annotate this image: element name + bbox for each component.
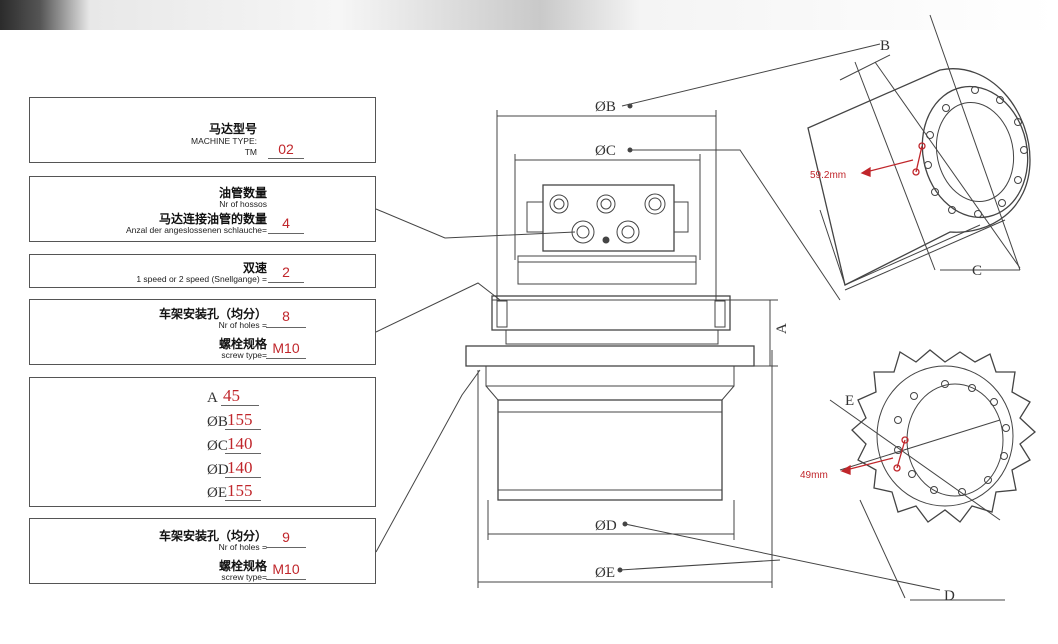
label-measure-bottom: 49mm [800, 470, 828, 481]
hub-drum [485, 365, 735, 387]
motor-cap [517, 255, 697, 285]
dim-e-label: ØE [207, 485, 227, 501]
label-dim-c: ØC [595, 143, 616, 159]
machine-type-value: 02 [278, 141, 294, 157]
top-shadow-band [0, 0, 1058, 30]
sprocket-holes-underline [266, 547, 306, 548]
speed-underline [268, 282, 304, 283]
iso-ring-outer [921, 85, 1029, 219]
dim-a-underline [221, 405, 259, 406]
label-dim-b: ØB [595, 99, 616, 115]
frame-holes-value: 8 [282, 308, 290, 324]
sprocket-screw-underline [266, 579, 306, 580]
frame-screw-underline [266, 358, 306, 359]
port-3 [644, 193, 666, 215]
port-6 [602, 236, 610, 244]
dim-b-value: 155 [227, 410, 253, 429]
sprocket-holes-value: 9 [282, 529, 290, 545]
dim-e-underline [225, 500, 261, 501]
hoses-label-cn: 油管数量 [218, 186, 267, 200]
hoses-value: 4 [282, 215, 290, 231]
dim-b-label: ØB [207, 414, 228, 430]
sprocket-screw-label-cn: 螺栓规格 [218, 559, 267, 573]
hub-taper [485, 385, 735, 401]
frame-screw-value: M10 [272, 340, 300, 356]
leader-sprocket [375, 369, 481, 553]
port-5 [616, 220, 640, 244]
sprocket-holes-label-en: Nr of holes = [218, 542, 267, 552]
sprocket-bolt-holes [894, 380, 1010, 496]
machine-type-label-cn: 马达型号 [208, 122, 257, 136]
frame-holes-label-en: Nr of holes = [218, 320, 267, 330]
dim-d-value: 140 [227, 458, 253, 477]
dim-c-label: ØC [207, 438, 228, 454]
label-iso-b: B [880, 38, 890, 54]
sprocket-holes-label-cn: 车架安装孔（均分） [158, 529, 267, 543]
frame-screw-label-en: screw type= [221, 350, 267, 360]
port-1 [549, 194, 569, 214]
dim-c-value: 140 [227, 434, 253, 453]
frame-holes-underline [266, 327, 306, 328]
dim-b-underline [225, 429, 261, 430]
measure-bottom-line [896, 439, 906, 469]
machine-type-box: 马达型号 MACHINE TYPE: TM 02 [29, 97, 376, 163]
iso-bolt-holes [924, 86, 1028, 218]
dim-a-value: 45 [223, 386, 240, 405]
port-4 [571, 220, 595, 244]
iso-frame [807, 68, 1031, 286]
speed-box: 双速 1 speed or 2 speed (Snellgange) = 2 [29, 254, 376, 288]
hoses-label-en: Nr of hossos [219, 199, 267, 209]
iso-ring-inner [935, 101, 1015, 203]
leader-frame [375, 282, 501, 333]
label-iso-e: E [845, 393, 854, 409]
motor-neck [505, 329, 719, 345]
measure-top-line [915, 145, 923, 173]
sprocket-ring [876, 365, 1014, 507]
label-iso-d: D [944, 588, 955, 604]
dimensions-box: A 45 ØB 155 ØC 140 ØD 140 ØE 155 [29, 377, 376, 507]
label-measure-top: 59.2mm [810, 170, 846, 181]
sprocket-bore [906, 383, 1004, 497]
sprocket-holes-box: 车架安装孔（均分） Nr of holes = 9 螺栓规格 screw typ… [29, 518, 376, 584]
label-dim-a: A [774, 323, 790, 334]
frame-screw-label-cn: 螺栓规格 [218, 337, 267, 351]
dim-d-label: ØD [207, 462, 229, 478]
sprocket-teeth [851, 349, 1036, 523]
dim-a-label: A [207, 390, 218, 406]
frame-holes-box: 车架安装孔（均分） Nr of holes = 8 螺栓规格 screw typ… [29, 299, 376, 365]
speed-label-en: 1 speed or 2 speed (Snellgange) = [136, 274, 267, 284]
hoses-label-cn2: 马达连接油管的数量 [158, 212, 267, 226]
leader-hoses [375, 208, 576, 239]
hoses-underline [268, 233, 304, 234]
frame-holes-label-cn: 车架安装孔（均分） [158, 307, 267, 321]
hub-body [497, 399, 723, 501]
speed-value: 2 [282, 264, 290, 280]
dim-d-underline [225, 477, 261, 478]
port-2 [596, 194, 616, 214]
lower-flange [465, 345, 755, 367]
hoses-box: 油管数量 Nr of hossos 马达连接油管的数量 Anzal der an… [29, 176, 376, 242]
sprocket-screw-label-en: screw type= [221, 572, 267, 582]
dim-c-underline [225, 453, 261, 454]
dim-e-value: 155 [227, 481, 253, 500]
label-dim-d: ØD [595, 518, 617, 534]
speed-label-cn: 双速 [242, 261, 267, 275]
valve-block-side-left [526, 201, 544, 233]
machine-type-underline [268, 158, 304, 159]
machine-type-prefix: TM [244, 147, 257, 157]
label-dim-e: ØE [595, 565, 615, 581]
sprocket-screw-value: M10 [272, 561, 300, 577]
label-iso-c: C [972, 263, 982, 279]
valve-block-side-right [673, 201, 689, 233]
hoses-label-en2: Anzal der angeslossenen schlauche= [125, 225, 267, 235]
machine-type-label-en: MACHINE TYPE: [191, 136, 257, 146]
upper-flange [491, 295, 731, 331]
